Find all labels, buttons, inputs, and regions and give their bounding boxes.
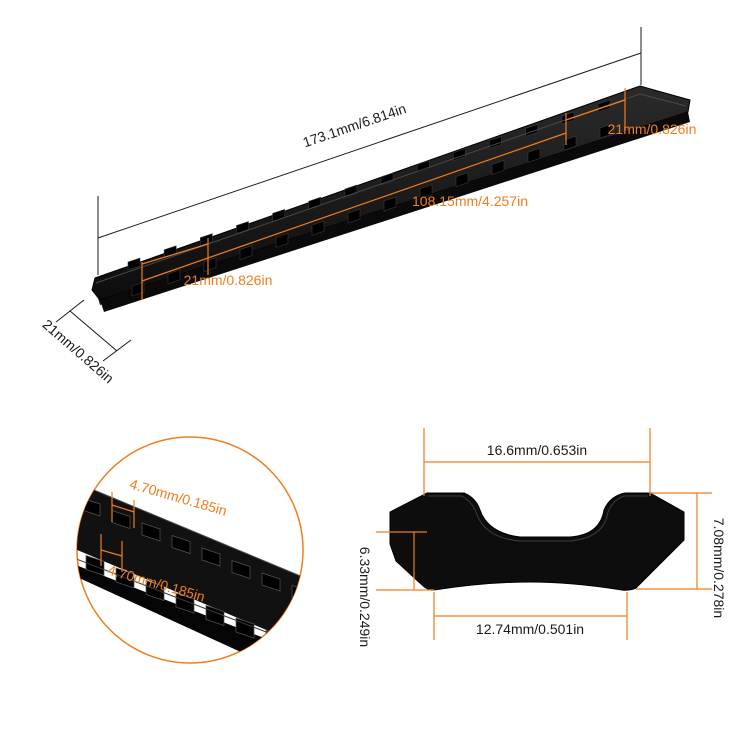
overall-height-label: 7.08mm/0.278in xyxy=(711,518,727,618)
rail-slot xyxy=(131,281,145,297)
dim-slot-span: 108.15mm/4.257in xyxy=(141,113,567,300)
rail-slot xyxy=(85,555,105,576)
rail-slot xyxy=(175,592,195,614)
rail-slot xyxy=(455,172,469,188)
dim-rail-width: 21mm/0.826in xyxy=(40,299,132,386)
rail-slot xyxy=(261,572,281,592)
inner-height-label: 6.33mm/0.249in xyxy=(357,547,373,647)
rail-slot xyxy=(203,257,217,273)
rail-slot xyxy=(563,135,577,151)
bottom-width-label: 12.74mm/0.501in xyxy=(476,621,584,637)
dim-end-offset-left: 21mm/0.826in xyxy=(141,238,273,288)
dim-end-offset-right: 21mm/0.826in xyxy=(565,88,697,137)
rail-slot xyxy=(599,123,613,139)
rail-slot xyxy=(291,585,303,604)
end-offset-left-label: 21mm/0.826in xyxy=(184,272,273,288)
rail-slot xyxy=(127,257,141,271)
rail-slot xyxy=(200,233,213,247)
rail-slot xyxy=(419,184,433,200)
rail-slot xyxy=(344,184,358,198)
rail-slot xyxy=(201,547,221,567)
end-offset-right-label: 21mm/0.826in xyxy=(608,121,697,137)
profile-view: 16.6mm/0.653in 12.74mm/0.501in 7.08mm/0.… xyxy=(357,428,727,647)
slot-span-label: 108.15mm/4.257in xyxy=(412,193,528,209)
rail-slot xyxy=(56,543,74,563)
rail-slot xyxy=(145,580,165,601)
rail-slot xyxy=(167,269,181,285)
rail-slot xyxy=(347,208,361,224)
rail-slot xyxy=(231,560,251,579)
rail-slot xyxy=(141,522,161,542)
top-width-label: 16.6mm/0.653in xyxy=(487,442,587,458)
rail-slot xyxy=(527,147,541,163)
rail-slot xyxy=(171,535,191,554)
overall-length-label: 173.1mm/6.814in xyxy=(301,100,409,150)
rail-slot xyxy=(383,196,397,212)
rail-slot xyxy=(239,245,253,260)
rail-slot xyxy=(491,160,505,175)
rail-slot xyxy=(380,172,394,186)
rail-slot xyxy=(235,617,255,639)
rail-width-label: 21mm/0.826in xyxy=(40,316,117,386)
rail-slot xyxy=(311,220,325,236)
rail-slot xyxy=(265,630,285,651)
rail-slot xyxy=(416,160,430,174)
rail-slot xyxy=(275,232,289,248)
detail-view: 4.70mm/0.185in 4.70mm/0.185in xyxy=(56,436,304,664)
